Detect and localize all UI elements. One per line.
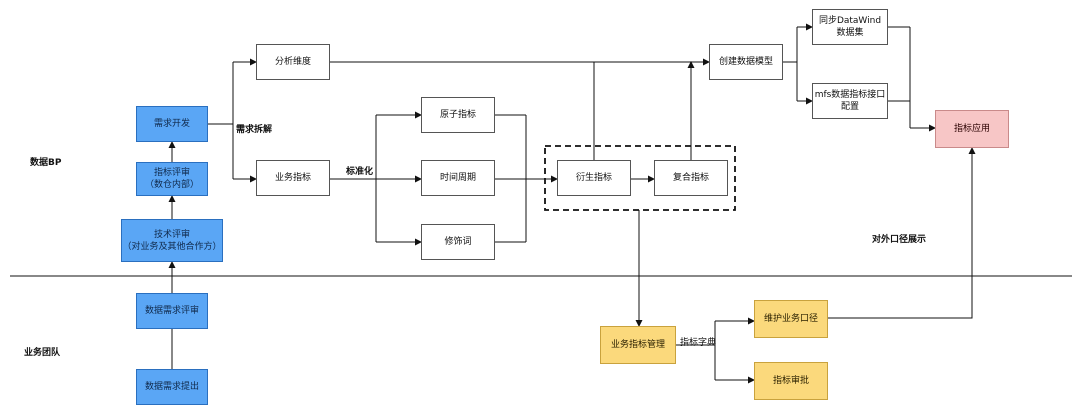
label-biaozhunhua: 标准化 bbox=[346, 167, 374, 177]
box-jishu-pingshen[interactable]: 技术评审 （对业务及其他合作方） bbox=[121, 219, 223, 262]
box-xiushici[interactable]: 修饰词 bbox=[421, 224, 495, 260]
box-fenxi-weidu[interactable]: 分析维度 bbox=[256, 44, 330, 80]
box-xuqiu-kaifa[interactable]: 需求开发 bbox=[136, 106, 208, 142]
box-chuangjian-moxing[interactable]: 创建数据模型 bbox=[709, 44, 783, 80]
box-shuju-xuqiu-pingshen[interactable]: 数据需求评审 bbox=[136, 293, 208, 329]
box-zhibiao-shenpi[interactable]: 指标审批 bbox=[754, 362, 828, 400]
box-mfs-peizhi[interactable]: mfs数据指标接口 配置 bbox=[812, 83, 888, 119]
derived-composite-group bbox=[544, 145, 736, 211]
box-yansheng-zhibiao[interactable]: 衍生指标 bbox=[557, 160, 631, 196]
box-yuanzi-zhibiao[interactable]: 原子指标 bbox=[421, 97, 495, 133]
lane-label-business-team: 业务团队 bbox=[24, 348, 61, 358]
box-weihu-koujing[interactable]: 维护业务口径 bbox=[754, 300, 828, 338]
lane-label-data-bp: 数据BP bbox=[30, 158, 62, 168]
box-tongbu-datawind[interactable]: 同步DataWind 数据集 bbox=[812, 9, 888, 45]
label-xuqiu-chaijie: 需求拆解 bbox=[236, 125, 273, 135]
box-shuju-xuqiu-tichu[interactable]: 数据需求提出 bbox=[136, 369, 208, 405]
box-shijian-zhouqi[interactable]: 时间周期 bbox=[421, 160, 495, 196]
box-yewu-zhibiao-guanli[interactable]: 业务指标管理 bbox=[600, 326, 676, 364]
label-duiwai-zhanshi: 对外口径展示 bbox=[872, 235, 927, 245]
box-zhibiao-yingyong[interactable]: 指标应用 bbox=[935, 110, 1009, 148]
box-yewu-zhibiao[interactable]: 业务指标 bbox=[256, 160, 330, 196]
box-zhibiao-pingshen[interactable]: 指标评审 （数仓内部） bbox=[136, 162, 208, 196]
arrow-weihu-to-yingyong bbox=[828, 147, 976, 319]
label-zhibiao-zidian: 指标字典 bbox=[680, 338, 717, 348]
box-fuhe-zhibiao[interactable]: 复合指标 bbox=[654, 160, 728, 196]
